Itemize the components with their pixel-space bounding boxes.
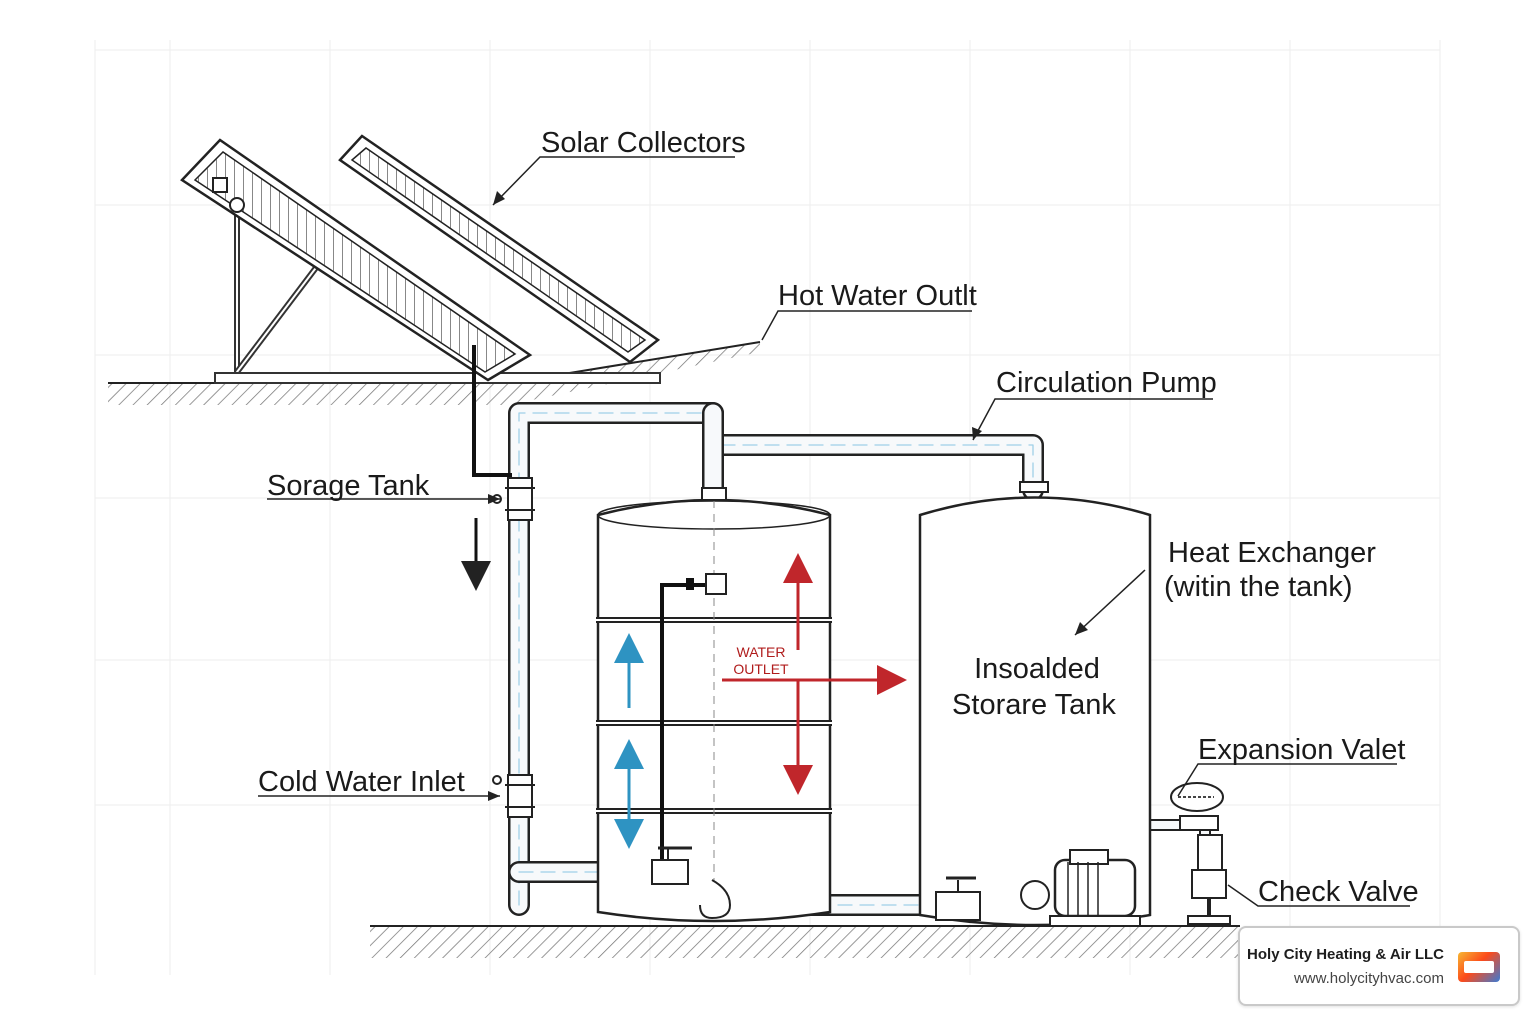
check-valve [1187,834,1231,925]
label-circulation-pump: Circulation Pump [996,367,1217,399]
label-insulated-tank-line1: Insoalded [974,653,1100,685]
label-water-outlet-line2: OUTLET [733,661,789,677]
label-solar-collectors: Solar Collectors [541,127,746,159]
label-cold-water-inlet: Cold Water Inlet [258,766,465,798]
company-url[interactable]: www.holycityhvac.com [1293,970,1444,987]
collector-feed-line [472,345,512,477]
label-heat-exchanger-line2: (witin the tank) [1164,571,1353,603]
lower-valve [492,774,535,818]
label-insulated-tank-line2: Storare Tank [952,689,1116,721]
company-badge[interactable]: Holy City Heating & Air LLC www.holycity… [1238,926,1520,1006]
leader-lines [258,156,1410,907]
expansion-valve [1170,782,1224,831]
label-expansion-valve: Expansion Valet [1198,734,1405,766]
red-flow-arrows [722,553,907,795]
storage-tank [596,487,832,923]
company-name: Holy City Heating & Air LLC [1247,946,1444,963]
label-heat-exchanger-line1: Heat Exchanger [1168,537,1376,569]
circulation-pump-unit [1020,849,1141,927]
company-logo-icon [1458,952,1500,982]
bottom-valve [935,876,981,921]
insulated-storage-tank [918,481,1152,927]
floor-ground [370,925,1250,958]
label-storage-tank: Sorage Tank [267,470,430,502]
solar-collectors [180,134,661,384]
label-hot-water-outlet: Hot Water Outlt [778,280,977,312]
label-water-outlet-line1: WATER [737,644,786,660]
internal-heat-line [651,573,732,920]
leader-arrowheads [488,191,1088,801]
label-check-valve: Check Valve [1258,876,1419,908]
